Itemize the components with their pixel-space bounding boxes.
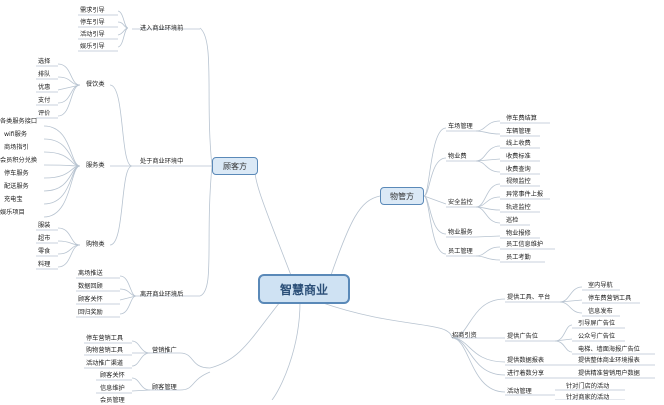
before-item[interactable]: 娱乐引导 xyxy=(80,43,105,50)
after-label[interactable]: 离开商业环境后 xyxy=(140,291,184,298)
dining-item[interactable]: 评价 xyxy=(38,110,51,117)
ads-label[interactable]: 提供广告位 xyxy=(507,333,538,340)
merchant-label[interactable]: 招商引资 xyxy=(452,332,477,339)
events-item[interactable]: 针对商家的活动 xyxy=(566,394,610,401)
ads-item[interactable]: 公众号广告位 xyxy=(578,333,616,340)
marketing-item[interactable]: 停车营销工具 xyxy=(86,335,124,342)
ads-item[interactable]: 电梯、墙面海报广告位 xyxy=(578,346,640,353)
crm-item[interactable]: 信息维护 xyxy=(100,385,125,392)
service-item[interactable]: wifi服务 xyxy=(4,131,28,138)
after-item[interactable]: 顾客关怀 xyxy=(78,296,103,303)
service-item[interactable]: 充电宝 xyxy=(4,196,23,203)
dining-label[interactable]: 餐饮类 xyxy=(86,81,105,88)
dining-item[interactable]: 优惠 xyxy=(38,84,51,91)
report-item[interactable]: 提供整体商业环境报表 xyxy=(578,357,640,364)
service-prop-item[interactable]: 物业报修 xyxy=(506,230,531,237)
marketing-item[interactable]: 活动推广渠道 xyxy=(86,360,124,367)
security-label[interactable]: 安全监控 xyxy=(448,199,473,206)
branch-property[interactable]: 物管方 xyxy=(380,187,424,205)
dining-item[interactable]: 支付 xyxy=(38,97,51,104)
marketing-label[interactable]: 营销推广 xyxy=(152,347,177,354)
service-item[interactable]: 配送服务 xyxy=(4,183,29,190)
events-item[interactable]: 针对门店的活动 xyxy=(566,383,610,390)
staff-label[interactable]: 员工管理 xyxy=(448,248,473,255)
security-item[interactable]: 轨迹监控 xyxy=(506,204,531,211)
parking-item[interactable]: 车辆管理 xyxy=(506,128,531,135)
marketing-item[interactable]: 购物营销工具 xyxy=(86,347,124,354)
tools-item[interactable]: 室内导航 xyxy=(588,282,613,289)
crm-item[interactable]: 会员管理 xyxy=(100,397,125,404)
service-item[interactable]: 各类服务接口 xyxy=(0,118,38,125)
security-item[interactable]: 视频监控 xyxy=(506,178,531,185)
shopping-item[interactable]: 服装 xyxy=(38,222,51,229)
before-item[interactable]: 停车引导 xyxy=(80,19,105,26)
crm-item[interactable]: 顾客关怀 xyxy=(100,372,125,379)
share-item[interactable]: 提供精准营销用户数据 xyxy=(578,370,640,377)
staff-item[interactable]: 员工考勤 xyxy=(506,254,531,261)
before-item[interactable]: 需求引导 xyxy=(80,7,105,14)
service-item[interactable]: 商场指引 xyxy=(4,144,29,151)
shopping-item[interactable]: 超市 xyxy=(38,235,51,242)
after-item[interactable]: 数据回顾 xyxy=(78,283,103,290)
shopping-item[interactable]: 零食 xyxy=(38,248,51,255)
dining-item[interactable]: 选择 xyxy=(38,58,51,65)
tools-item[interactable]: 信息发布 xyxy=(588,308,613,315)
shopping-label[interactable]: 购物类 xyxy=(86,241,105,248)
fees-item[interactable]: 收费标准 xyxy=(506,153,531,160)
after-item[interactable]: 回归奖励 xyxy=(78,309,103,316)
report-label[interactable]: 提供数据报表 xyxy=(507,357,545,364)
before-item[interactable]: 活动引导 xyxy=(80,31,105,38)
security-item[interactable]: 异常事件上报 xyxy=(506,191,544,198)
service-label[interactable]: 服务类 xyxy=(86,162,105,169)
after-item[interactable]: 离场推送 xyxy=(78,270,103,277)
security-item[interactable]: 巡检 xyxy=(506,217,519,224)
fees-label[interactable]: 物业费 xyxy=(448,153,467,160)
service-item[interactable]: 停车服务 xyxy=(4,170,29,177)
share-label[interactable]: 进行着数分享 xyxy=(507,370,545,377)
root-node[interactable]: 智慧商业 xyxy=(258,274,350,304)
branch-customer[interactable]: 顾客方 xyxy=(212,157,258,175)
service-item[interactable]: 会员积分兑换 xyxy=(0,157,38,164)
service-item[interactable]: 娱乐项目 xyxy=(0,209,25,216)
staff-item[interactable]: 员工信息维护 xyxy=(506,241,544,248)
ads-item[interactable]: 引导屏广告位 xyxy=(578,320,616,327)
parking-label[interactable]: 车场管理 xyxy=(448,123,473,130)
parking-item[interactable]: 停车费结算 xyxy=(506,115,537,122)
tools-label[interactable]: 提供工具、平台 xyxy=(507,294,551,301)
events-label[interactable]: 活动管理 xyxy=(507,388,532,395)
fees-item[interactable]: 收费查询 xyxy=(506,166,531,173)
tools-item[interactable]: 停车费营销工具 xyxy=(588,295,632,302)
crm-label[interactable]: 顾客管理 xyxy=(152,384,177,391)
fees-item[interactable]: 线上收费 xyxy=(506,140,531,147)
during-label[interactable]: 处于商业环境中 xyxy=(140,158,184,165)
shopping-item[interactable]: 料理 xyxy=(38,261,51,268)
dining-item[interactable]: 排队 xyxy=(38,71,51,78)
before-label[interactable]: 进入商业环境前 xyxy=(140,25,184,32)
service-prop-label[interactable]: 物业服务 xyxy=(448,229,473,236)
